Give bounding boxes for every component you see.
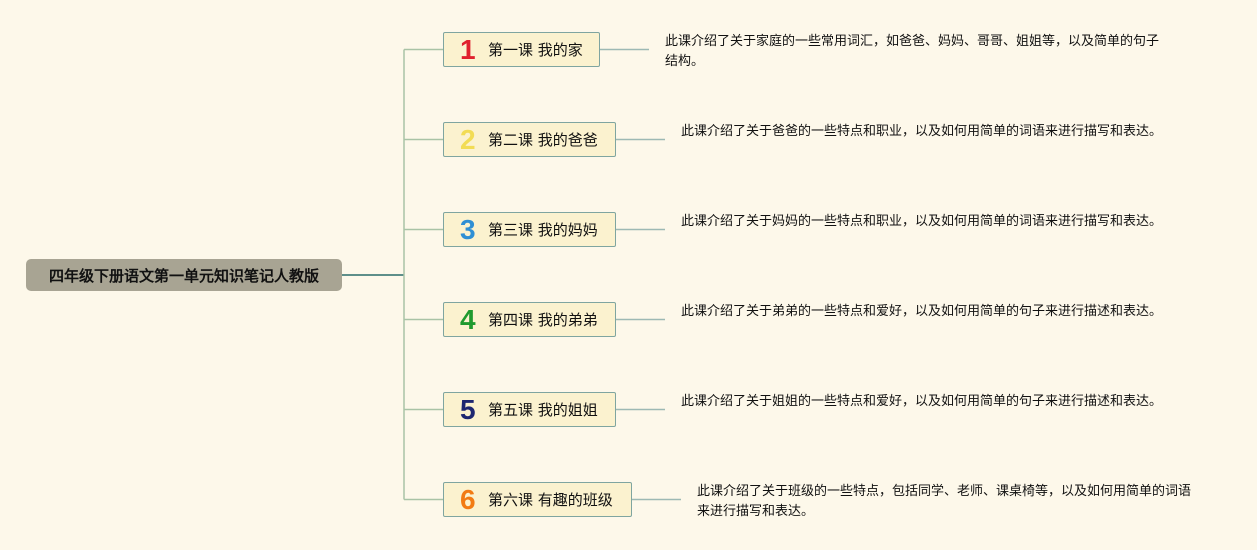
lesson-description-5: 此课介绍了关于姐姐的一些特点和爱好，以及如何用简单的句子来进行描述和表达。: [681, 394, 1163, 409]
root-topic[interactable]: 四年级下册语文第一单元知识笔记人教版: [26, 259, 342, 291]
lesson-title: 第一课 我的家: [488, 41, 583, 59]
lesson-title: 第三课 我的妈妈: [488, 221, 598, 239]
lesson-title: 第四课 我的弟弟: [488, 311, 598, 329]
number-six-icon: 6: [460, 483, 476, 515]
lesson-title: 第六课 有趣的班级: [488, 491, 613, 509]
lesson-description-1: 此课介绍了关于家庭的一些常用词汇，如爸爸、妈妈、哥哥、姐姐等，以及简单的句子结构…: [665, 34, 1160, 69]
lesson-description-3: 此课介绍了关于妈妈的一些特点和职业，以及如何用简单的词语来进行描写和表达。: [681, 214, 1163, 229]
lesson-description-6: 此课介绍了关于班级的一些特点，包括同学、老师、课桌椅等，以及如何用简单的词语来进…: [697, 484, 1192, 519]
lesson-node-5[interactable]: 5 第五课 我的姐姐: [443, 392, 616, 427]
number-one-icon: 1: [460, 33, 476, 65]
lesson-node-1[interactable]: 1 第一课 我的家: [443, 32, 600, 67]
lesson-node-4[interactable]: 4 第四课 我的弟弟: [443, 302, 616, 337]
lesson-title: 第二课 我的爸爸: [488, 131, 598, 149]
lesson-title: 第五课 我的姐姐: [488, 401, 598, 419]
number-four-icon: 4: [460, 303, 476, 335]
lesson-description-4: 此课介绍了关于弟弟的一些特点和爱好，以及如何用简单的句子来进行描述和表达。: [681, 304, 1163, 319]
lesson-node-2[interactable]: 2 第二课 我的爸爸: [443, 122, 616, 157]
number-two-icon: 2: [460, 123, 476, 155]
lesson-node-3[interactable]: 3 第三课 我的妈妈: [443, 212, 616, 247]
lesson-node-6[interactable]: 6 第六课 有趣的班级: [443, 482, 632, 517]
root-topic-label: 四年级下册语文第一单元知识笔记人教版: [48, 266, 319, 285]
number-three-icon: 3: [460, 213, 476, 245]
lesson-description-2: 此课介绍了关于爸爸的一些特点和职业，以及如何用简单的词语来进行描写和表达。: [681, 124, 1163, 139]
number-five-icon: 5: [460, 393, 476, 425]
